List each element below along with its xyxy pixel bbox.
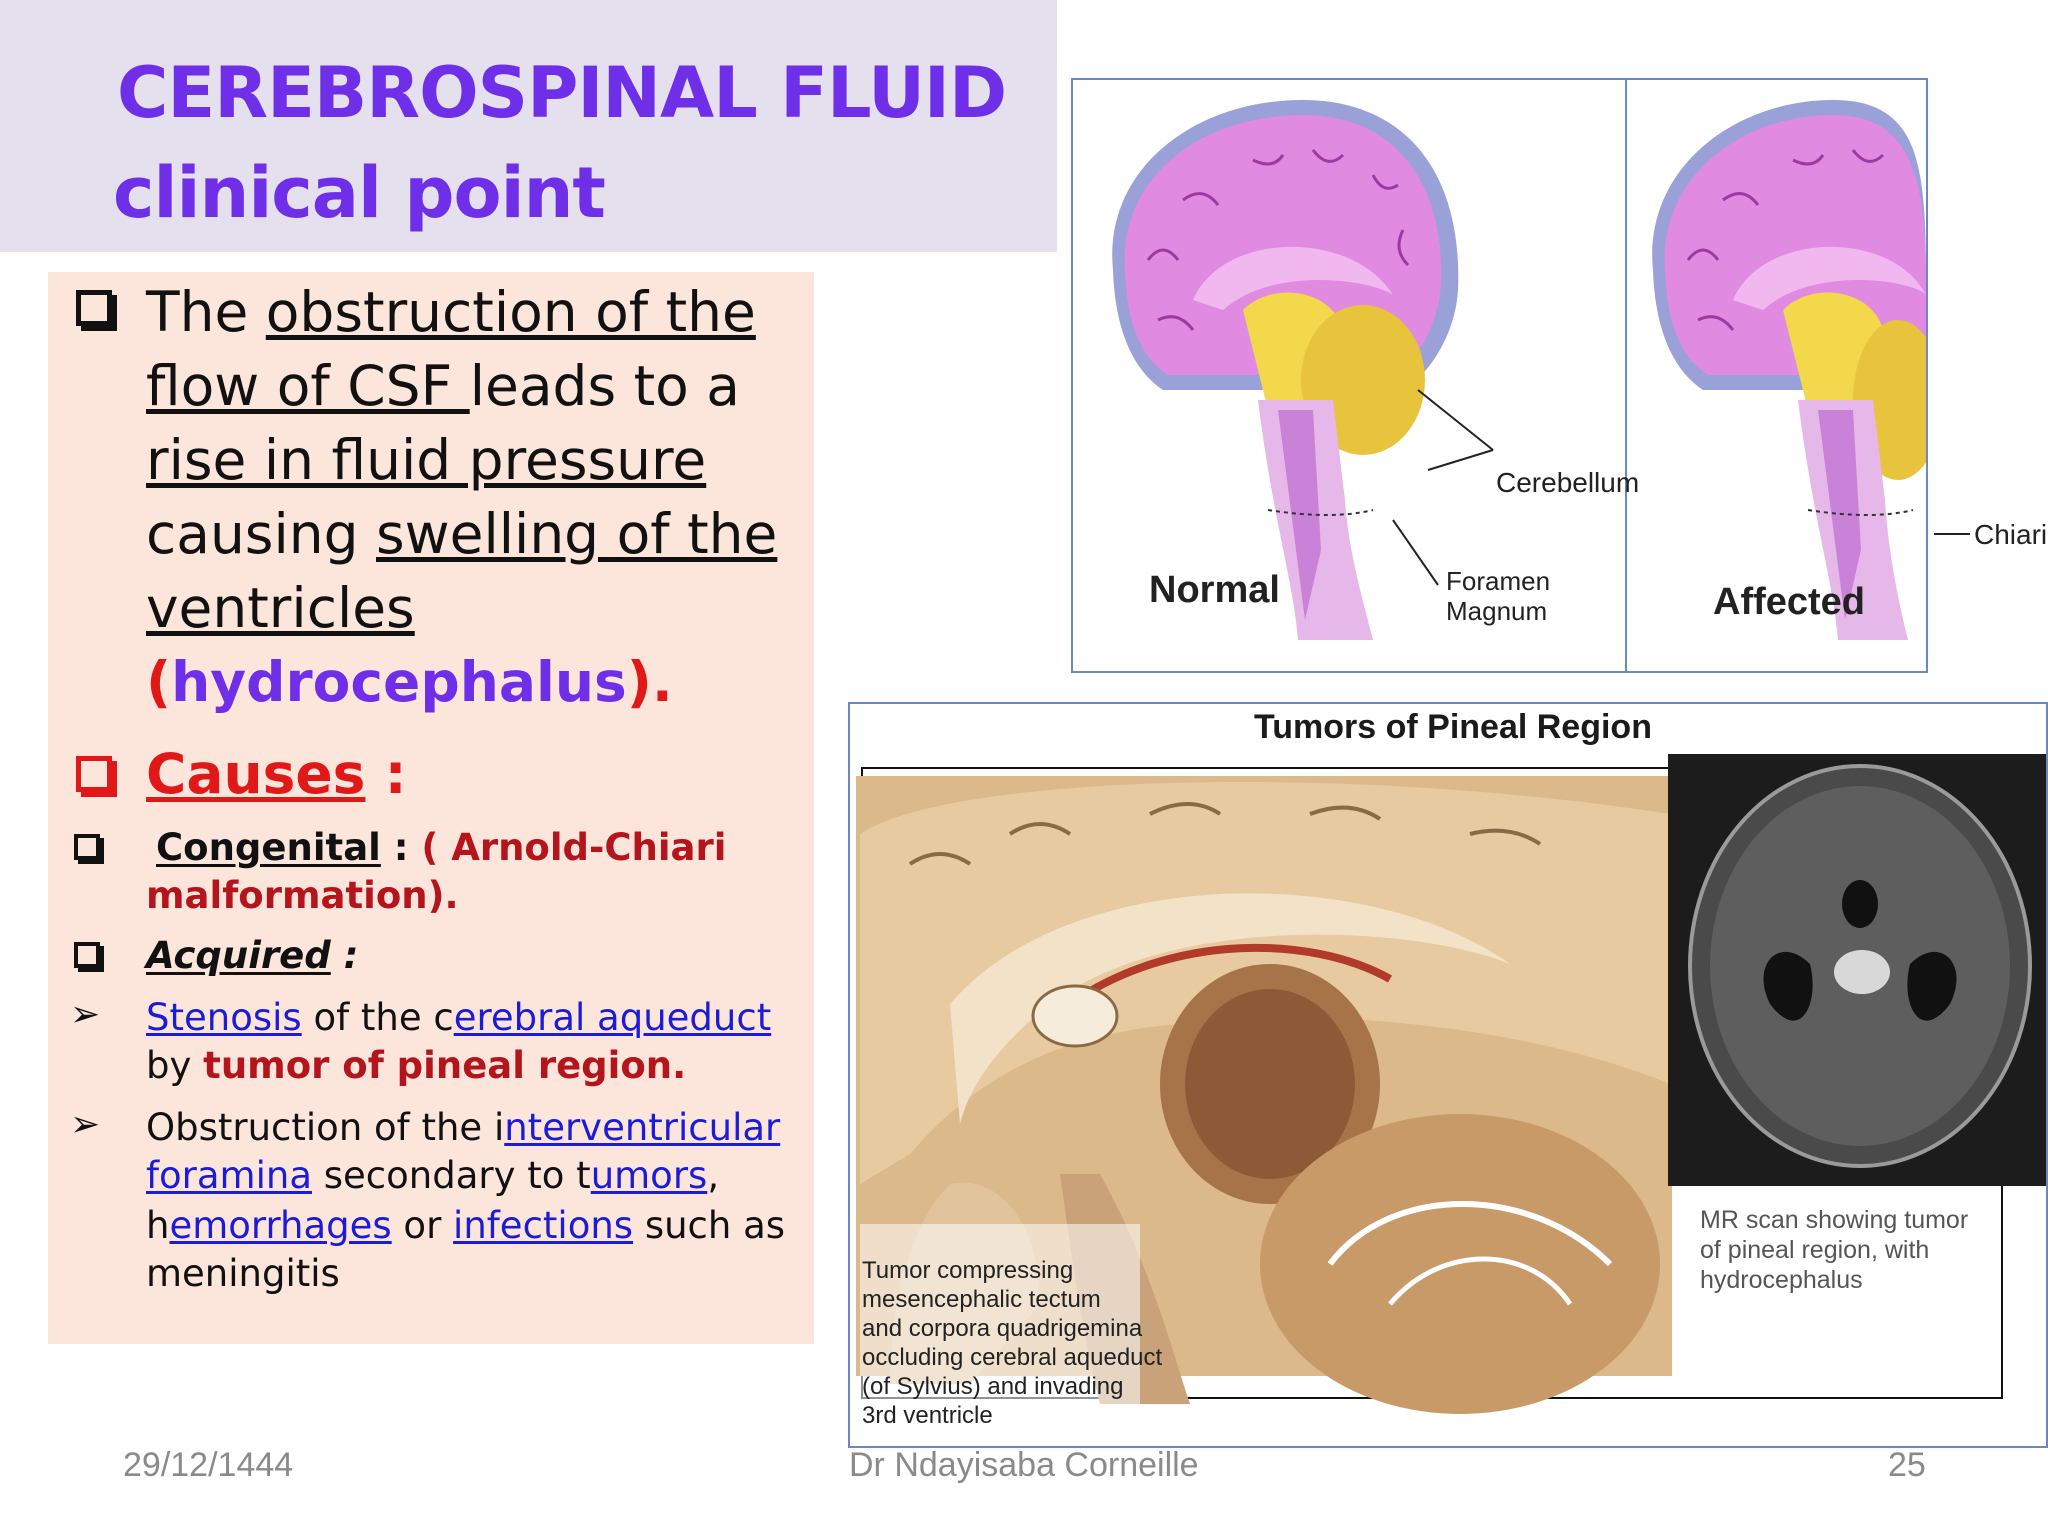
para1-underlined: obstruction of the bbox=[265, 280, 756, 344]
checkbox-bullet-icon bbox=[76, 290, 112, 326]
checkbox-bullet-icon bbox=[74, 942, 100, 968]
para1-underlined: rise in fluid pressure bbox=[146, 428, 707, 492]
slide-title: CEREBROSPINAL FLUID bbox=[117, 52, 1007, 134]
para1-text: leads to a bbox=[469, 354, 740, 418]
slide-subtitle: clinical point bbox=[113, 152, 606, 234]
content-box bbox=[48, 272, 814, 1344]
caption-left-line: and corpora quadrigemina bbox=[862, 1315, 1143, 1342]
hydrocephalus-term: hydrocephalus bbox=[171, 650, 627, 714]
para1-text: The bbox=[146, 280, 266, 344]
congenital-line1: Congenital : ( Arnold-Chiari bbox=[156, 826, 726, 869]
pineal-illustration: Tumors of Pineal Region Tumor compressin… bbox=[856, 708, 2048, 1429]
causes-colon: : bbox=[365, 742, 407, 806]
congenital-detail: ( Arnold-Chiari bbox=[421, 826, 727, 869]
para1-line2: flow of CSF leads to a bbox=[146, 354, 740, 418]
bullet2-line2: foramina secondary to tumors, bbox=[146, 1154, 719, 1197]
foramina-link[interactable]: foramina bbox=[146, 1154, 312, 1197]
caption-right: MR scan showing tumor of pineal region, … bbox=[1700, 1206, 1975, 1294]
hemorrhages-link[interactable]: emorrhages bbox=[169, 1204, 392, 1247]
stenosis-link[interactable]: Stenosis bbox=[146, 996, 302, 1039]
caption-left-line: 3rd ventricle bbox=[862, 1402, 993, 1429]
footer-author: Dr Ndayisaba Corneille bbox=[849, 1446, 1199, 1484]
acquired-label: Acquired bbox=[146, 934, 331, 977]
caption-right-line: MR scan showing tumor bbox=[1700, 1206, 1968, 1234]
para1-underlined: swelling of the bbox=[376, 502, 778, 566]
arrow-bullet-icon: ➢ bbox=[70, 1104, 101, 1145]
caption-right-line: hydrocephalus bbox=[1700, 1266, 1863, 1294]
checkbox-bullet-icon bbox=[74, 834, 100, 860]
footer-date: 29/12/1444 bbox=[123, 1446, 294, 1484]
mr-scan-image bbox=[1668, 754, 2048, 1186]
para1-line4: causing swelling of the bbox=[146, 502, 777, 566]
bullet1-line2: by tumor of pineal region. bbox=[146, 1044, 686, 1087]
paren-open: ( bbox=[146, 650, 172, 714]
para1-line3: rise in fluid pressure bbox=[146, 428, 706, 492]
interventricular-link[interactable]: nterventricular bbox=[504, 1106, 781, 1149]
affected-brain-illustration bbox=[1652, 100, 1943, 640]
congenital-detail: malformation). bbox=[146, 874, 459, 917]
bullet1-text: of the c bbox=[301, 996, 454, 1039]
bullet1-text: by bbox=[146, 1044, 204, 1087]
checkbox-bullet-icon bbox=[76, 756, 112, 792]
acquired-heading: Acquired : bbox=[146, 934, 358, 977]
para1-line6: (hydrocephalus). bbox=[146, 650, 673, 714]
tumors-link[interactable]: umors bbox=[590, 1154, 708, 1197]
affected-label: Affected bbox=[1713, 581, 1865, 623]
bullet2-text: , bbox=[707, 1154, 720, 1197]
bullet2-text: h bbox=[146, 1204, 170, 1247]
congenital-label: Congenital bbox=[156, 826, 381, 869]
chiari-figure: Cerebellum Foramen Magnum Normal Affecte… bbox=[1071, 78, 1943, 673]
bullet2-text: Obstruction of the i bbox=[146, 1106, 505, 1149]
bullet1-emphasis: tumor of pineal region. bbox=[203, 1044, 687, 1087]
para1-line1: The obstruction of the bbox=[146, 280, 756, 344]
caption-left: Tumor compressing mesencephalic tectum a… bbox=[862, 1257, 1169, 1429]
chiari-label: Chiari bbox=[1974, 519, 2047, 550]
cerebellum-label: Cerebellum bbox=[1496, 467, 1639, 498]
chiari-illustration: Cerebellum Foramen Magnum Normal Affecte… bbox=[1112, 80, 1943, 671]
bullet1-line1: Stenosis of the cerebral aqueduct bbox=[146, 996, 771, 1039]
acquired-colon: : bbox=[330, 934, 359, 977]
congenital-colon: : bbox=[380, 826, 422, 869]
footer-page-number: 25 bbox=[1888, 1446, 1926, 1484]
bullet2-text: meningitis bbox=[146, 1252, 340, 1295]
para1-underlined: flow of CSF bbox=[146, 354, 470, 418]
foramen-label-2: Magnum bbox=[1446, 596, 1547, 626]
caption-left-line: occluding cerebral aqueduct bbox=[862, 1344, 1163, 1371]
caption-left-line: (of Sylvius) and invading bbox=[862, 1373, 1123, 1400]
congenital-line2: malformation). bbox=[146, 874, 459, 917]
figure-title: Tumors of Pineal Region bbox=[1254, 708, 1652, 746]
bullet2-line1: Obstruction of the interventricular bbox=[146, 1106, 780, 1149]
paren-close: ). bbox=[626, 650, 673, 714]
caption-left-line: mesencephalic tectum bbox=[862, 1286, 1101, 1313]
bullet2-text: secondary to t bbox=[312, 1154, 591, 1197]
arrow-bullet-icon: ➢ bbox=[70, 994, 101, 1035]
title-band bbox=[0, 0, 1057, 252]
bullet2-text: or bbox=[391, 1204, 454, 1247]
normal-label: Normal bbox=[1149, 569, 1280, 611]
cerebral-aqueduct-link[interactable]: erebral aqueduct bbox=[453, 996, 772, 1039]
foramen-label-1: Foramen bbox=[1446, 566, 1550, 596]
chiari-label-area: Chiari bbox=[1934, 519, 2047, 550]
para1-line5: ventricles bbox=[146, 576, 415, 640]
para1-underlined: ventricles bbox=[146, 576, 415, 640]
causes-label: Causes bbox=[146, 742, 366, 806]
bullet2-line3: hemorrhages or infections such as bbox=[146, 1204, 785, 1247]
caption-left-line: Tumor compressing bbox=[862, 1257, 1073, 1284]
causes-heading: Causes : bbox=[146, 742, 407, 806]
bullet2-text: such as bbox=[633, 1204, 786, 1247]
bullet2-line4: meningitis bbox=[146, 1252, 340, 1295]
caption-right-line: of pineal region, with bbox=[1700, 1236, 1929, 1264]
infections-link[interactable]: infections bbox=[453, 1204, 634, 1247]
pineal-tumor-figure: Tumors of Pineal Region Tumor compressin… bbox=[848, 702, 2048, 1448]
para1-text: causing bbox=[146, 502, 376, 566]
normal-brain-illustration bbox=[1112, 100, 1459, 640]
